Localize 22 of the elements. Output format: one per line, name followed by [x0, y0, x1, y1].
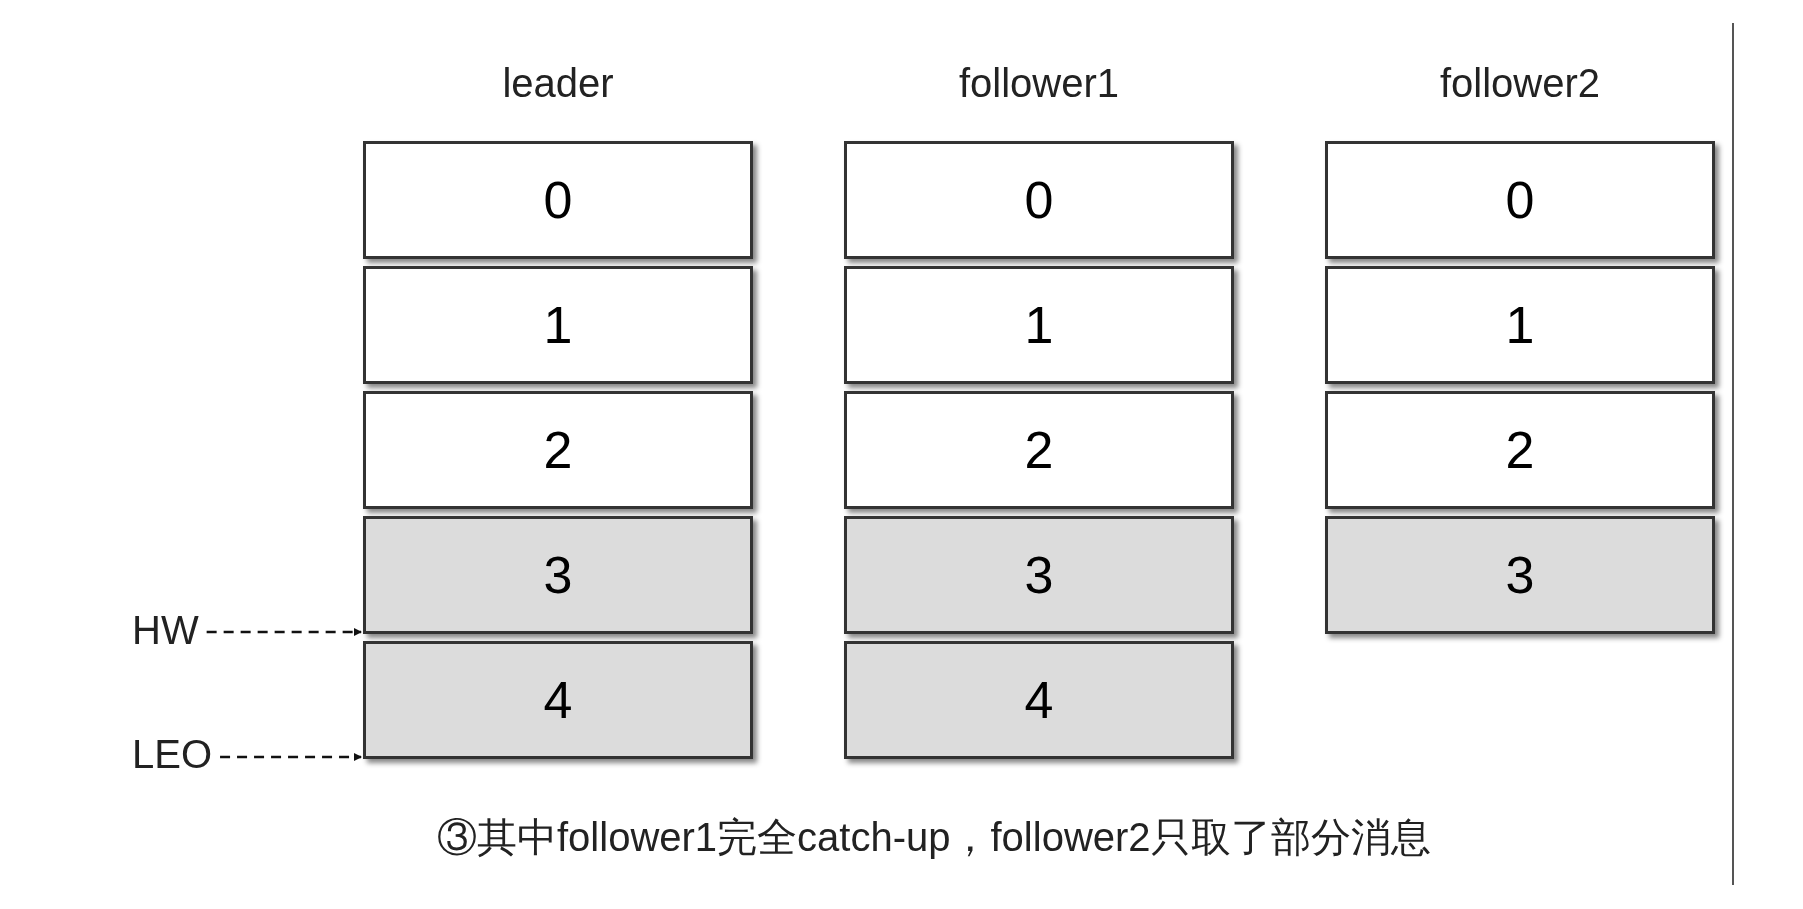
log-entry-box: 4 [363, 641, 753, 759]
log-entry-box: 4 [844, 641, 1234, 759]
log-entry-box: 0 [1325, 141, 1715, 259]
caption: ③其中follower1完全catch-up，follower2只取了部分消息 [437, 814, 1431, 861]
log-entry-box: 0 [363, 141, 753, 259]
log-entry-box: 1 [1325, 266, 1715, 384]
column-heading: follower1 [957, 61, 1121, 106]
log-entry-box: 2 [363, 391, 753, 509]
log-entry-box: 1 [844, 266, 1234, 384]
pointer-label: HW [132, 608, 199, 653]
pointer-label: LEO [132, 732, 213, 777]
log-entry-box: 3 [844, 516, 1234, 634]
log-entry-box: 3 [363, 516, 753, 634]
log-entry-box: 0 [844, 141, 1234, 259]
log-entry-box: 1 [363, 266, 753, 384]
log-entry-box: 2 [844, 391, 1234, 509]
column-heading: leader [501, 61, 615, 106]
log-entry-box: 2 [1325, 391, 1715, 509]
column-heading: follower2 [1438, 61, 1602, 106]
pointer-arrow [220, 753, 362, 761]
log-entry-box: 3 [1325, 516, 1715, 634]
pointer-arrow [206, 628, 362, 636]
